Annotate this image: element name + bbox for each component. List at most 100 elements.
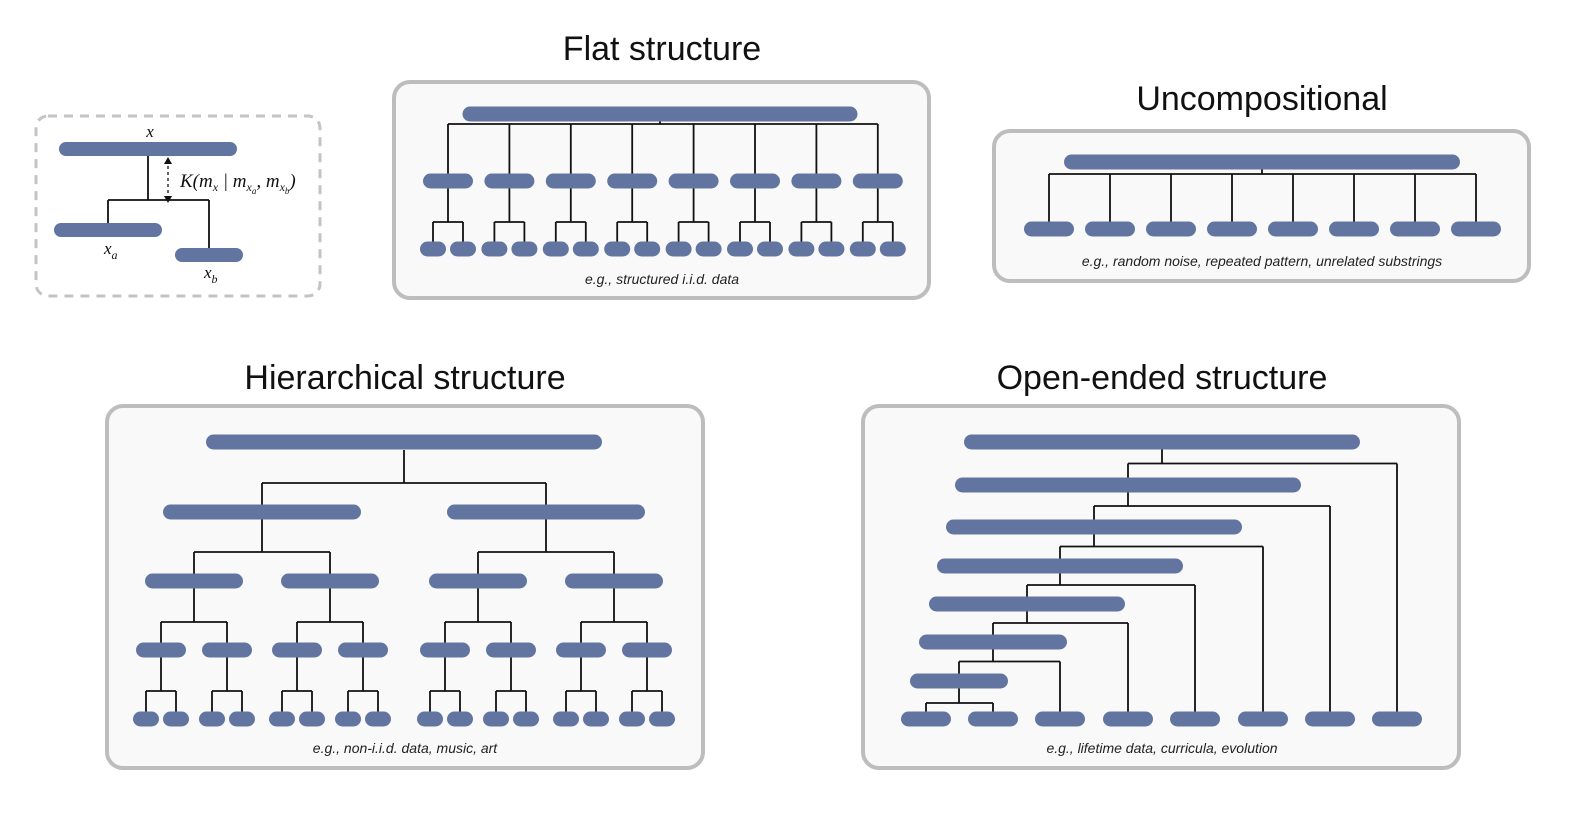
hierarchical-leaf-bar bbox=[417, 711, 443, 727]
uncompositional-tree bbox=[1024, 154, 1501, 237]
open-ended-connector bbox=[1059, 534, 1264, 712]
hierarchical-connector bbox=[347, 657, 379, 712]
open-ended-title: Open-ended structure bbox=[997, 359, 1328, 397]
flat-leaf-bar bbox=[420, 241, 446, 257]
flat-leaf-connector bbox=[861, 188, 894, 242]
flat-leaf-connector bbox=[554, 188, 587, 242]
uncompositional-root-bar bbox=[1064, 154, 1460, 170]
open-ended-connector bbox=[958, 649, 1061, 712]
legend-formula: K(mx | mxa, mxb) bbox=[179, 171, 296, 196]
hierarchical-level1-bar bbox=[447, 504, 645, 520]
legend-left-bar bbox=[54, 223, 162, 237]
open-ended-leaf-bar bbox=[1238, 711, 1288, 727]
flat-leaf-bar bbox=[542, 241, 569, 257]
open-ended-leaf-bar bbox=[968, 711, 1018, 727]
hierarchical-title: Hierarchical structure bbox=[244, 359, 565, 397]
open-ended-chain-bar bbox=[929, 596, 1125, 612]
flat-caption: e.g., structured i.i.d. data bbox=[585, 271, 739, 287]
flat-leaf-bar bbox=[665, 241, 692, 257]
flat-mid-bar bbox=[607, 173, 658, 189]
hierarchical-level3-bar bbox=[272, 642, 322, 658]
flat-mid-bar bbox=[852, 173, 903, 189]
hierarchical-level2-bar bbox=[145, 573, 243, 589]
legend-border bbox=[34, 114, 322, 298]
hierarchical-level1-bar bbox=[163, 504, 361, 520]
hierarchical-leaf-bar bbox=[483, 711, 509, 727]
flat-leaf-bar bbox=[818, 241, 845, 257]
hierarchical-level3-bar bbox=[202, 642, 252, 658]
uncompositional-connector bbox=[1048, 169, 1477, 222]
flat-leaf-bar bbox=[511, 241, 538, 257]
hierarchical-structure-panel: Hierarchical structure e.g., non-i.i.d. … bbox=[105, 359, 705, 770]
hierarchical-connector bbox=[193, 519, 331, 574]
uncompositional-leaf-bar bbox=[1085, 221, 1135, 237]
hierarchical-leaf-bar bbox=[649, 711, 675, 727]
open-ended-chain-bar bbox=[946, 519, 1242, 535]
flat-leaf-connector bbox=[493, 188, 526, 242]
legend-panel: x K(mx | mxa, mxb) xa xb bbox=[34, 114, 322, 298]
flat-tree bbox=[420, 106, 906, 257]
hierarchical-leaf-bar bbox=[335, 711, 361, 727]
hierarchical-leaf-bar bbox=[447, 711, 473, 727]
open-ended-chain-bar bbox=[964, 434, 1360, 450]
hierarchical-connector bbox=[580, 588, 648, 643]
uncompositional-leaf-bar bbox=[1207, 221, 1257, 237]
uncompositional-leaf-bar bbox=[1024, 221, 1074, 237]
flat-root-bar bbox=[462, 106, 858, 122]
uncompositional-leaf-bar bbox=[1390, 221, 1440, 237]
uncompositional-title: Uncompositional bbox=[1136, 80, 1387, 118]
flat-mid-bar bbox=[730, 173, 780, 189]
uncompositional-panel: Uncompositional e.g., random noise, repe… bbox=[992, 80, 1531, 283]
hierarchical-tree bbox=[133, 434, 675, 727]
flat-mid-bar bbox=[484, 173, 535, 189]
legend-left-label: xa bbox=[103, 239, 118, 262]
open-ended-chain-bar bbox=[955, 477, 1301, 493]
legend-arrow-head-up bbox=[164, 157, 172, 164]
hierarchical-connector bbox=[429, 657, 461, 712]
legend-connector bbox=[107, 156, 210, 252]
open-ended-leaf-bar bbox=[1372, 711, 1422, 727]
hierarchical-leaf-bar bbox=[229, 711, 255, 727]
flat-leaf-bar bbox=[481, 241, 508, 257]
flat-leaf-bar bbox=[450, 241, 476, 257]
hierarchical-level3-bar bbox=[556, 642, 606, 658]
hierarchical-level3-bar bbox=[486, 642, 536, 658]
hierarchical-level2-bar bbox=[429, 573, 527, 589]
hierarchical-connector bbox=[296, 588, 364, 643]
hierarchical-leaf-bar bbox=[163, 711, 189, 727]
hierarchical-connector bbox=[160, 588, 228, 643]
flat-leaf-bar bbox=[727, 241, 753, 257]
hierarchical-leaf-bar bbox=[583, 711, 609, 727]
flat-leaf-bar bbox=[572, 241, 599, 257]
hierarchical-leaf-bar bbox=[133, 711, 159, 727]
open-ended-chain-bar bbox=[937, 558, 1183, 574]
flat-mid-bar bbox=[791, 173, 842, 189]
open-ended-connector bbox=[1127, 449, 1398, 712]
hierarchical-level2-bar bbox=[281, 573, 379, 589]
open-ended-tree bbox=[901, 434, 1422, 727]
hierarchical-leaf-bar bbox=[269, 711, 295, 727]
flat-leaf-bar bbox=[604, 241, 631, 257]
hierarchical-connector bbox=[145, 657, 177, 712]
hierarchical-leaf-bar bbox=[365, 711, 391, 727]
hierarchical-leaf-bar bbox=[199, 711, 225, 727]
open-ended-leaf-bar bbox=[1305, 711, 1355, 727]
open-ended-leaf-bar bbox=[1170, 711, 1220, 727]
hierarchical-level3-bar bbox=[622, 642, 672, 658]
hierarchical-leaf-bar bbox=[513, 711, 539, 727]
uncompositional-leaf-bar bbox=[1268, 221, 1318, 237]
hierarchical-caption: e.g., non-i.i.d. data, music, art bbox=[313, 740, 499, 756]
hierarchical-connector bbox=[281, 657, 313, 712]
open-ended-leaf-bar bbox=[1035, 711, 1085, 727]
hierarchical-root-bar bbox=[206, 434, 602, 450]
open-ended-leaf-bar bbox=[1103, 711, 1153, 727]
uncompositional-leaf-bar bbox=[1451, 221, 1501, 237]
uncompositional-leaf-bar bbox=[1329, 221, 1379, 237]
open-ended-caption: e.g., lifetime data, curricula, evolutio… bbox=[1046, 740, 1277, 756]
hierarchical-level3-bar bbox=[338, 642, 388, 658]
hierarchical-leaf-bar bbox=[299, 711, 325, 727]
uncompositional-caption: e.g., random noise, repeated pattern, un… bbox=[1082, 253, 1442, 269]
hierarchical-connector bbox=[495, 657, 527, 712]
hierarchical-level3-bar bbox=[136, 642, 186, 658]
